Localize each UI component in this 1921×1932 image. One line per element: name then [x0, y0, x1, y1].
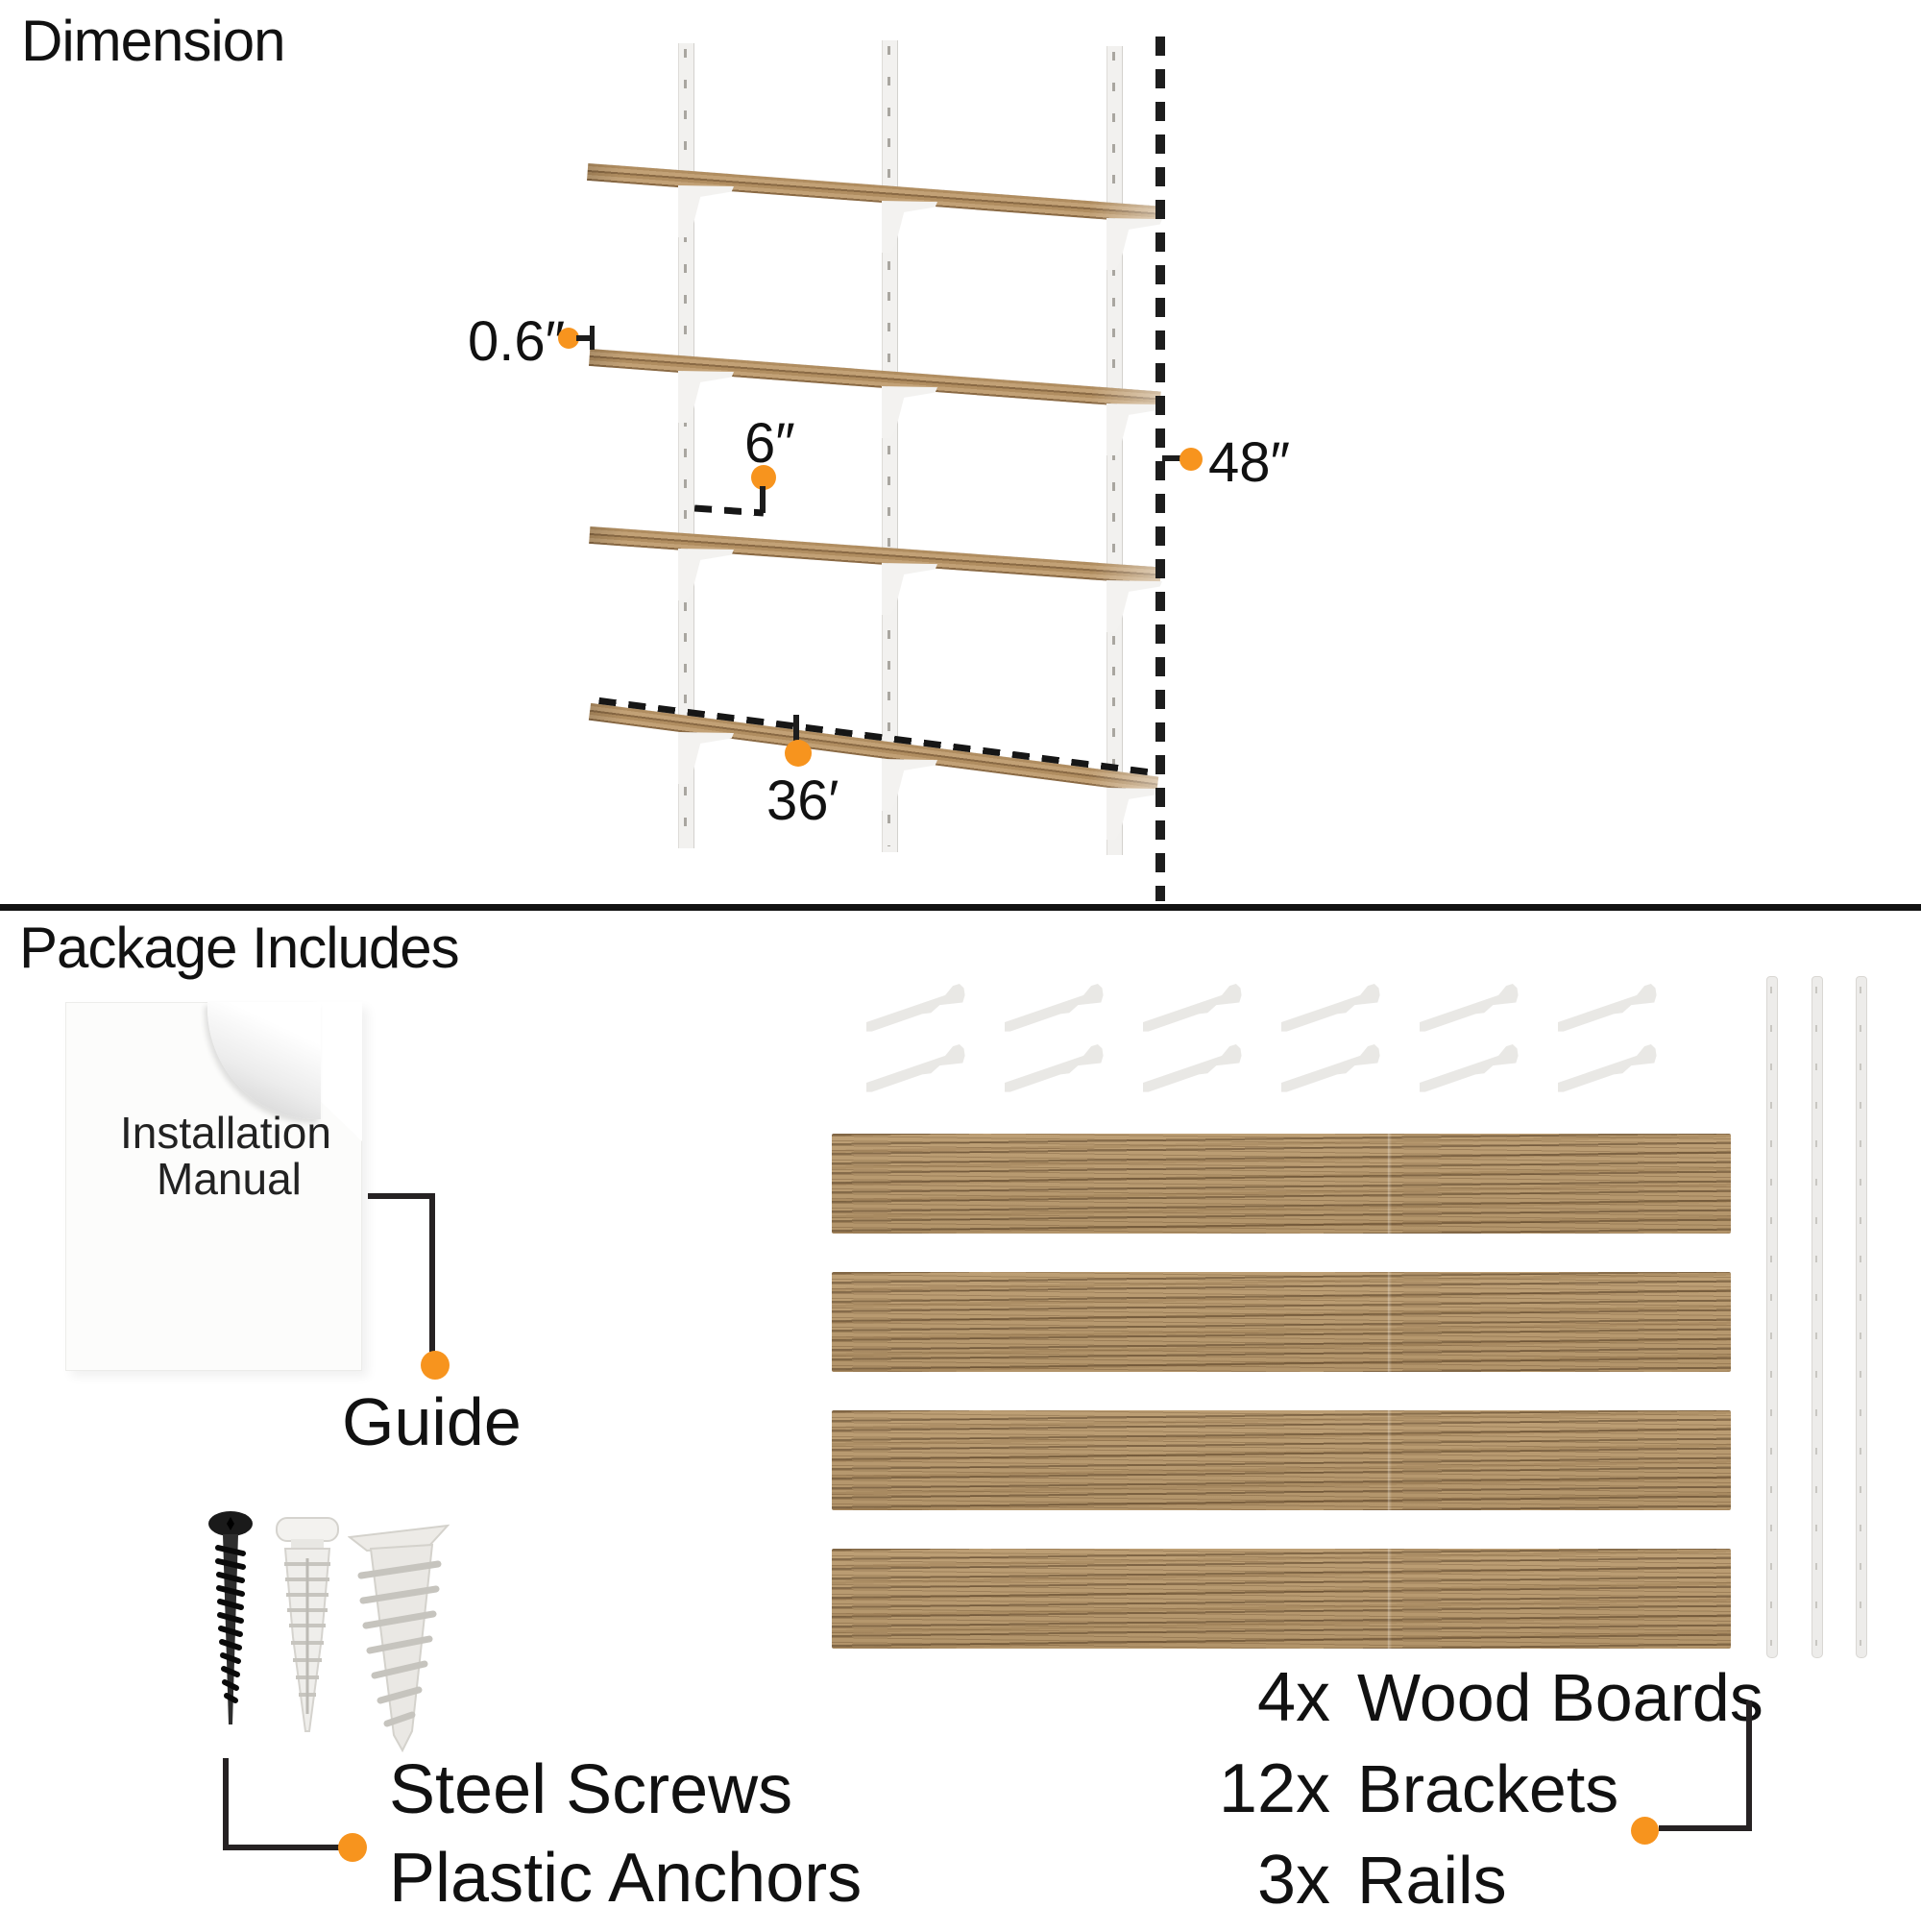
- item-qty: 3x: [1256, 1842, 1330, 1919]
- height-dot-icon: [1179, 448, 1203, 471]
- installation-manual: Installation Manual: [65, 1002, 362, 1371]
- package-quantities: 4x Wood Boards 12x Brackets 3x Rails: [1037, 1658, 1763, 1932]
- shelf-bracket-icon: [678, 732, 734, 784]
- fasteners-connector-v: [223, 1758, 229, 1850]
- width-dot-icon: [785, 740, 812, 767]
- thickness-dot-icon: [558, 328, 579, 349]
- package-bracket-icon: [1281, 1044, 1380, 1092]
- wood-board-image: [832, 1134, 1731, 1234]
- thickness-tick-cap: [590, 326, 595, 350]
- shelf-bracket-icon: [882, 563, 937, 615]
- width-pointer-line: [793, 715, 799, 744]
- self-drill-anchor-icon: [348, 1524, 450, 1753]
- shelf-bracket-icon: [1106, 788, 1162, 840]
- height-dashed-line: [1155, 37, 1165, 901]
- package-rail-icon: [1856, 976, 1867, 1658]
- width-label: 36′: [766, 770, 839, 832]
- item-name: Brackets: [1357, 1751, 1619, 1826]
- package-bracket-icon: [866, 984, 965, 1032]
- item-name: Wood Boards: [1357, 1660, 1763, 1735]
- item-qty: 4x: [1256, 1659, 1330, 1736]
- dimension-section-title: Dimension: [21, 9, 285, 73]
- item-qty: 12x: [1218, 1750, 1330, 1827]
- quantity-row: 3x Rails: [1037, 1841, 1763, 1920]
- wood-board-image: [832, 1272, 1731, 1372]
- package-rail-icon: [1766, 976, 1778, 1658]
- steel-screw-icon: [208, 1511, 253, 1724]
- guide-dot-icon: [421, 1351, 450, 1380]
- fasteners-label-line1: Steel Screws: [389, 1751, 793, 1828]
- items-dot-icon: [1631, 1817, 1659, 1845]
- thickness-tick: [576, 335, 593, 341]
- shelf-board-4: [588, 682, 1161, 795]
- shelf-board-1: [587, 142, 1160, 224]
- shelf-bracket-icon: [1106, 404, 1162, 455]
- fasteners-connector-h: [223, 1845, 340, 1850]
- guide-connector-h: [368, 1193, 435, 1199]
- depth-label: 6″: [744, 412, 795, 475]
- shelf-bracket-icon: [678, 371, 734, 423]
- package-bracket-icon: [866, 1044, 965, 1092]
- package-bracket-icon: [1420, 1044, 1519, 1092]
- items-connector-v: [1746, 1700, 1752, 1831]
- shelf-bracket-icon: [882, 201, 937, 253]
- height-label: 48″: [1208, 431, 1291, 494]
- shelf-bracket-icon: [678, 549, 734, 600]
- section-divider: [0, 904, 1921, 911]
- shelf-bracket-icon: [882, 759, 937, 811]
- package-bracket-icon: [1558, 984, 1657, 1032]
- items-connector-h: [1659, 1825, 1752, 1831]
- page-curl-icon: [207, 1002, 321, 1119]
- package-section-title: Package Includes: [19, 916, 460, 980]
- height-tick: [1162, 455, 1183, 461]
- package-bracket-icon: [1558, 1044, 1657, 1092]
- quantity-row: 4x Wood Boards: [1037, 1658, 1763, 1737]
- package-bracket-icon: [1005, 984, 1104, 1032]
- quantity-row: 12x Brackets: [1037, 1749, 1763, 1828]
- thickness-label: 0.6″: [468, 310, 566, 373]
- shelf-bracket-icon: [1106, 580, 1162, 632]
- shelf-bracket-icon: [882, 386, 937, 438]
- item-name: Rails: [1357, 1843, 1507, 1918]
- manual-text-line2: Manual: [157, 1154, 302, 1204]
- package-bracket-icon: [1143, 984, 1242, 1032]
- package-rail-icon: [1812, 976, 1823, 1658]
- fasteners-label-line2: Plastic Anchors: [389, 1840, 863, 1917]
- shelf-board-2: [589, 328, 1162, 409]
- shelf-bracket-icon: [678, 185, 734, 237]
- guide-connector-v: [429, 1193, 435, 1358]
- package-bracket-icon: [1005, 1044, 1104, 1092]
- plastic-anchor-icon: [276, 1517, 339, 1732]
- package-bracket-icon: [1420, 984, 1519, 1032]
- shelf-bracket-icon: [1106, 218, 1162, 270]
- depth-dot-icon: [751, 465, 776, 490]
- package-bracket-icon: [1281, 984, 1380, 1032]
- wood-board-image: [832, 1410, 1731, 1510]
- depth-pointer-line: [760, 486, 766, 513]
- package-bracket-icon: [1143, 1044, 1242, 1092]
- wall-rail-1: [678, 43, 694, 848]
- guide-label: Guide: [342, 1384, 522, 1459]
- wood-board-image: [832, 1549, 1731, 1649]
- shelf-board-3: [589, 505, 1162, 585]
- fasteners-dot-icon: [338, 1833, 367, 1862]
